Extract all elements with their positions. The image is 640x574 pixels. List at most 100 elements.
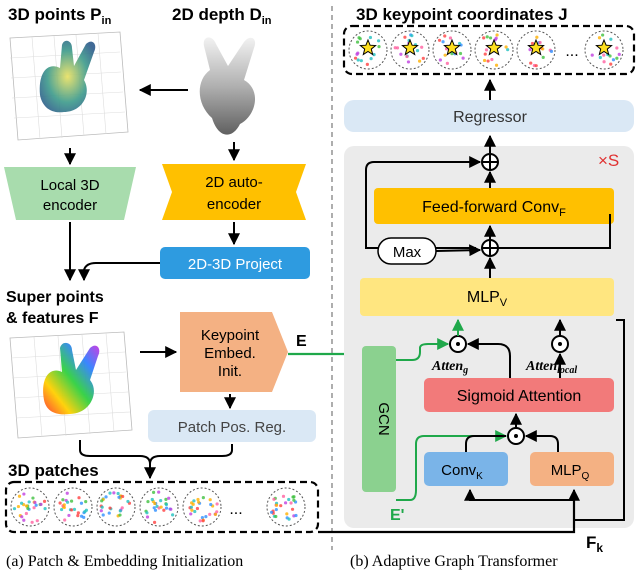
patch-point bbox=[597, 36, 602, 40]
patch-point bbox=[126, 499, 130, 504]
patch-point bbox=[82, 515, 86, 520]
patch-point bbox=[30, 520, 34, 524]
patch-point bbox=[107, 511, 111, 515]
patch-point bbox=[602, 60, 606, 64]
patch-point bbox=[274, 514, 278, 519]
patch-point bbox=[72, 507, 77, 511]
arrow-gcn-to-mult-bottom bbox=[396, 430, 508, 501]
patch-point bbox=[118, 509, 122, 513]
arrow-fk-to-convk bbox=[464, 488, 574, 501]
patch-point bbox=[17, 494, 22, 498]
patch-point bbox=[120, 506, 124, 510]
repeat-label: ×S bbox=[598, 151, 619, 170]
patch-point bbox=[488, 36, 493, 40]
patch-point bbox=[443, 34, 447, 38]
patch-point bbox=[146, 499, 150, 504]
svg-text:Sigmoid Attention: Sigmoid Attention bbox=[457, 388, 582, 405]
patch-point bbox=[196, 497, 200, 502]
patch-point bbox=[20, 515, 24, 519]
multiply-node-local bbox=[551, 335, 569, 353]
conv-k-box: ConvK bbox=[424, 452, 508, 486]
patch-point bbox=[458, 51, 463, 56]
patch-point bbox=[448, 36, 453, 40]
feed-forward-box: Feed-forward ConvF bbox=[374, 188, 614, 224]
patch-point bbox=[601, 33, 605, 37]
patch-point bbox=[61, 498, 65, 502]
patch-point bbox=[99, 509, 103, 513]
patch-point bbox=[617, 52, 621, 56]
patch-point bbox=[609, 62, 613, 66]
patch-point bbox=[590, 53, 594, 57]
patch-point bbox=[405, 54, 409, 59]
patch-point bbox=[494, 63, 499, 67]
depth-image bbox=[199, 37, 256, 135]
arrow-gcn-to-mult-global bbox=[396, 338, 450, 361]
patch-point bbox=[201, 496, 205, 500]
svg-text:2D auto-: 2D auto- bbox=[205, 174, 263, 191]
patch-point bbox=[410, 34, 414, 38]
patch-point bbox=[420, 45, 424, 49]
patch-point bbox=[213, 512, 218, 516]
patch-circle bbox=[266, 487, 306, 527]
patch-point bbox=[84, 499, 88, 504]
svg-text:Patch Pos. Reg.: Patch Pos. Reg. bbox=[178, 419, 286, 436]
patch-point bbox=[530, 41, 535, 46]
patch-point bbox=[169, 507, 173, 511]
local-3d-encoder-box: Local 3D encoder bbox=[4, 167, 136, 220]
patch-point bbox=[441, 40, 445, 44]
patch-point bbox=[287, 497, 291, 502]
patch-point bbox=[167, 496, 171, 500]
svg-text:Feed-forward ConvF: Feed-forward ConvF bbox=[422, 199, 566, 219]
patch-point bbox=[108, 491, 112, 495]
patch-point bbox=[58, 501, 62, 505]
svg-text:MLPV: MLPV bbox=[467, 289, 508, 309]
star-icon bbox=[359, 38, 377, 56]
svg-text:GCN: GCN bbox=[375, 402, 392, 435]
arrow-patches-to-fk bbox=[318, 500, 576, 534]
patch-point bbox=[108, 506, 112, 510]
patch-point bbox=[538, 40, 542, 45]
svg-text:Init.: Init. bbox=[218, 363, 242, 380]
svg-text:MLPQ: MLPQ bbox=[551, 462, 590, 482]
patch-point bbox=[164, 497, 168, 501]
patch-point bbox=[153, 508, 158, 512]
patch-point bbox=[393, 46, 397, 50]
patch-point bbox=[59, 507, 64, 512]
patch-point bbox=[215, 502, 219, 506]
patch-point bbox=[193, 509, 197, 514]
patch-point bbox=[189, 505, 194, 509]
patch-point bbox=[65, 500, 70, 504]
patch-point bbox=[529, 61, 533, 65]
patch-point bbox=[116, 491, 120, 496]
keypoint-patches-box: ... bbox=[342, 24, 636, 76]
patch-point bbox=[31, 496, 35, 500]
patch-point bbox=[152, 506, 156, 510]
super-points-label: Super points bbox=[6, 289, 104, 306]
arrow-max-to-plus bbox=[435, 244, 482, 257]
patch-pos-reg-box: Patch Pos. Reg. bbox=[148, 410, 316, 442]
mlp-v-box: MLPV bbox=[360, 278, 614, 316]
patch-point bbox=[22, 518, 26, 522]
arrow-patchpos-to-patches bbox=[149, 444, 233, 465]
patch-point bbox=[209, 502, 213, 507]
svg-text:Max: Max bbox=[393, 244, 422, 261]
patch-point bbox=[145, 515, 150, 519]
patch-point bbox=[191, 502, 195, 506]
patch-point bbox=[189, 512, 193, 516]
patch-point bbox=[151, 490, 156, 494]
patch-point bbox=[35, 519, 39, 523]
patch-point bbox=[355, 52, 359, 56]
patch-point bbox=[24, 504, 29, 508]
patch-point bbox=[494, 36, 498, 40]
e-prime-label: E' bbox=[390, 507, 404, 524]
e-label: E bbox=[296, 333, 307, 350]
add-node-top bbox=[481, 153, 499, 171]
patch-point bbox=[406, 60, 411, 64]
patch-point bbox=[289, 501, 293, 505]
svg-text:...: ... bbox=[565, 43, 578, 60]
patch-point bbox=[274, 503, 279, 507]
2d-3d-project-box: 2D-3D Project bbox=[160, 247, 310, 279]
patch-point bbox=[290, 507, 295, 511]
sigmoid-attention-box: Sigmoid Attention bbox=[424, 378, 614, 412]
patch-point bbox=[63, 518, 67, 522]
